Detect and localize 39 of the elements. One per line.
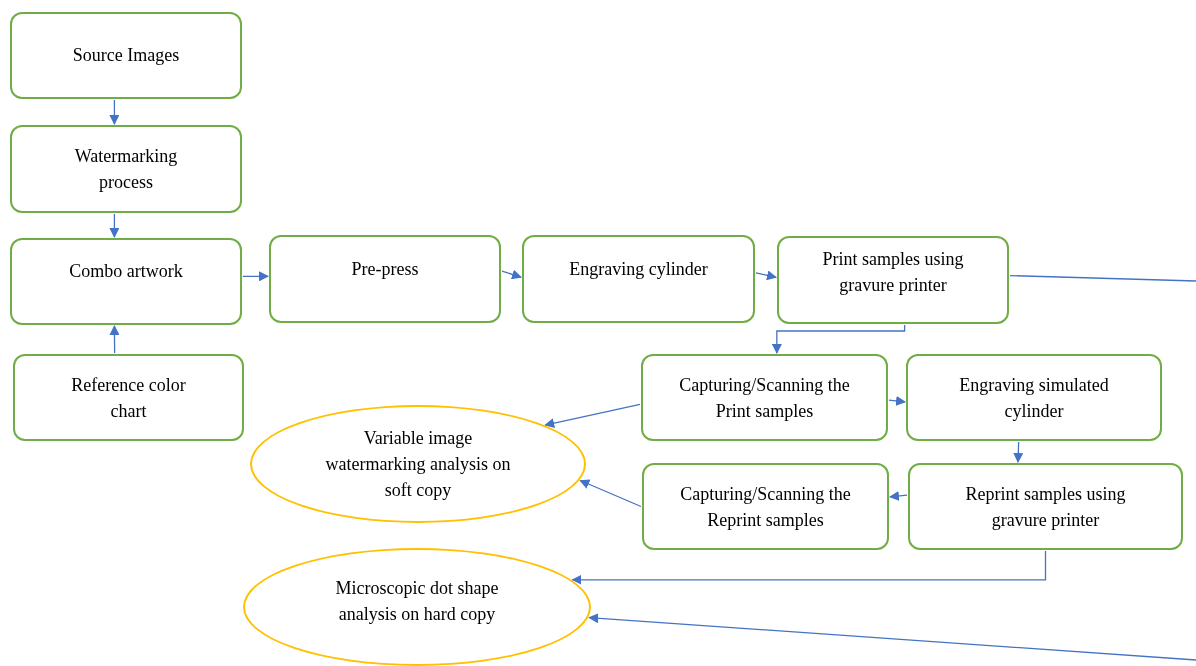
process-box <box>906 354 1162 441</box>
arrow <box>889 491 908 501</box>
arrow <box>588 613 1196 661</box>
box-label: Source Images <box>72 44 180 67</box>
arrow <box>579 479 642 508</box>
box-label: Microscopic dot shape analysis on hard copy <box>334 577 500 626</box>
arrow <box>771 324 906 354</box>
arrow <box>755 270 777 281</box>
process-box <box>641 354 888 441</box>
box-label: Capturing/Scanning the Reprint samples <box>679 482 852 532</box>
box-label: Reference color chart <box>70 373 187 423</box>
process-box <box>10 125 242 213</box>
arrow <box>109 325 120 354</box>
arrow <box>544 403 641 429</box>
connector-line <box>1009 274 1196 282</box>
arrow <box>109 213 120 238</box>
box-label: Capturing/Scanning the Print samples <box>678 373 851 423</box>
process-box <box>10 238 242 325</box>
box-label: Combo artwork <box>69 259 183 283</box>
box-label: Pre-press <box>351 258 419 281</box>
box-label: Reprint samples using gravure printer <box>964 482 1127 532</box>
process-box <box>269 235 501 323</box>
box-label: Variable image watermarking analysis on soft copy <box>324 427 512 502</box>
arrow <box>1013 441 1024 463</box>
arrow <box>242 271 269 282</box>
process-box <box>13 354 244 441</box>
arrow <box>571 550 1047 585</box>
box-label: Engraving simulated cylinder <box>958 373 1110 423</box>
process-box <box>522 235 755 323</box>
arrow <box>888 395 906 406</box>
process-box <box>10 12 242 99</box>
arrow <box>501 269 522 280</box>
box-label: Print samples using gravure printer <box>821 248 965 297</box>
box-label: Engraving cylinder <box>569 258 708 281</box>
arrow <box>109 99 120 125</box>
process-box <box>777 236 1009 324</box>
box-label: Watermarking process <box>73 145 179 194</box>
process-box <box>908 463 1183 550</box>
process-box <box>642 463 889 550</box>
